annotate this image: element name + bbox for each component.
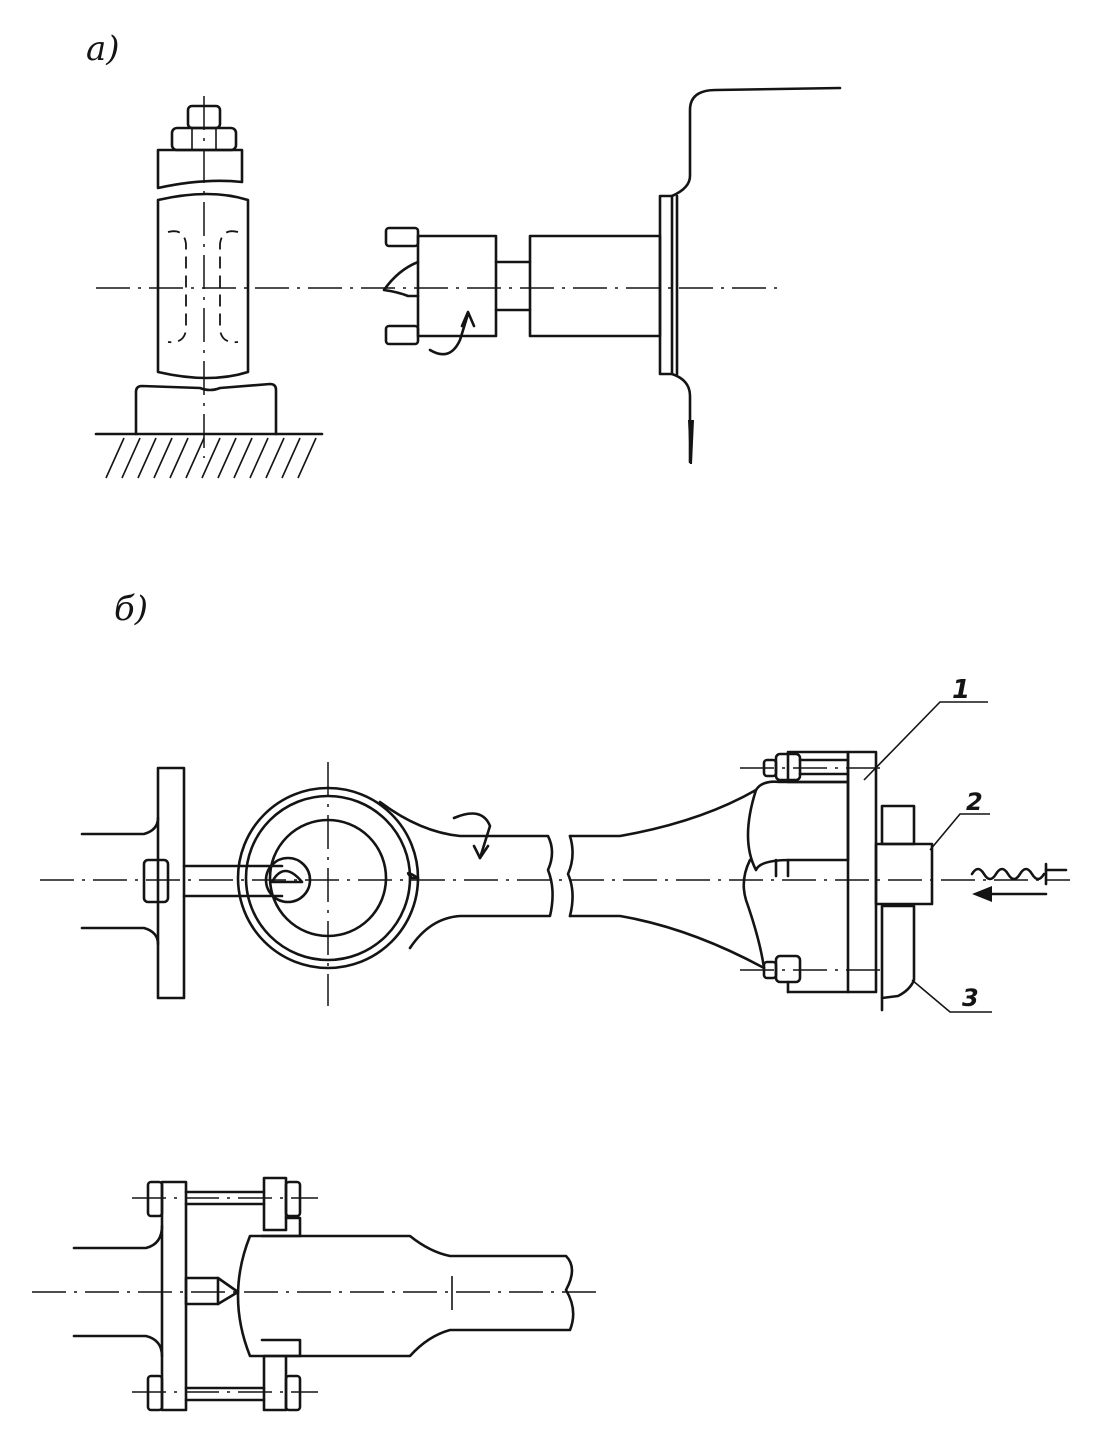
panel-b-diagram xyxy=(40,701,1070,1013)
wall-bracket xyxy=(874,804,934,1012)
lower-detail xyxy=(32,1176,604,1412)
shaft xyxy=(494,234,662,338)
force-arrow-icon xyxy=(972,886,1048,902)
callout-1: 1 xyxy=(952,675,970,705)
panel-b-label: б) xyxy=(114,589,148,629)
callout-2: 2 xyxy=(966,788,983,816)
left-flange xyxy=(80,766,284,1000)
torque-arrow-icon xyxy=(452,812,492,860)
clamp-plate xyxy=(156,148,244,190)
coupling-head xyxy=(382,226,498,356)
tire-body xyxy=(156,192,250,380)
vessel-wall xyxy=(658,86,842,464)
spring-icon xyxy=(970,862,1068,886)
panel-a-diagram xyxy=(94,86,842,479)
rotation-arrow-icon xyxy=(428,312,470,356)
callout-3: 3 xyxy=(962,984,979,1012)
support-block xyxy=(134,382,278,436)
panel-a-label: a) xyxy=(86,29,120,69)
callout-leaders xyxy=(863,701,992,1013)
ground-base xyxy=(94,432,324,479)
rod-body xyxy=(378,788,766,970)
clamp-assembly xyxy=(740,750,886,994)
